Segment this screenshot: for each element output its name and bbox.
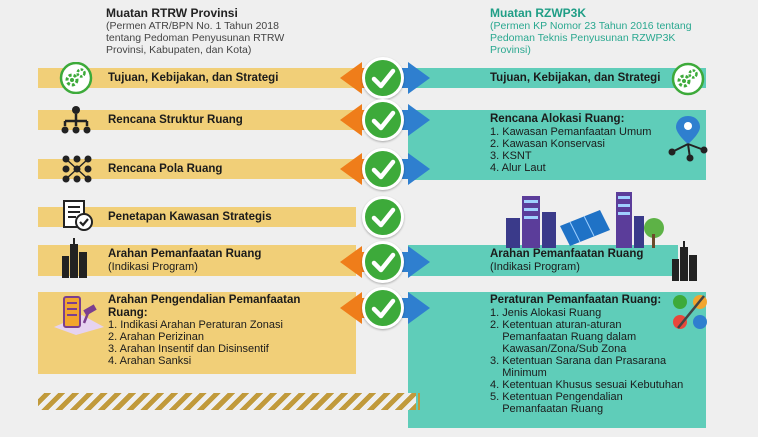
- location-network-icon: [668, 116, 708, 162]
- gears-icon: [59, 62, 93, 94]
- right-row-6-item: Kawasan/Zona/Sub Zona: [490, 343, 627, 355]
- right-header-title: Muatan RZWP3K: [490, 6, 586, 20]
- right-header-sub-2: Pedoman Teknis Penyusunan RZWP3K: [490, 32, 676, 44]
- right-row-1-label: Tujuan, Kebijakan, dan Strategi: [490, 72, 661, 84]
- right-row-2-item: 4. Alur Laut: [490, 162, 546, 174]
- right-row-6-item: 2. Ketentuan aturan-aturan: [490, 319, 622, 331]
- right-row-2-box: [408, 110, 706, 180]
- right-row-6-item: 1. Jenis Alokasi Ruang: [490, 307, 602, 319]
- right-row-6-item: Minimum: [490, 367, 547, 379]
- right-row-2-item: 2. Kawasan Konservasi: [490, 138, 605, 150]
- left-row-6-title-2: Ruang:: [108, 307, 148, 319]
- left-row-5-sub: (Indikasi Program): [108, 261, 198, 273]
- right-row-2-title: Rencana Alokasi Ruang:: [490, 113, 625, 125]
- left-row-2-label: Rencana Struktur Ruang: [108, 114, 243, 126]
- smart-city-icon: [506, 192, 664, 248]
- check-circle-icon: [362, 57, 404, 99]
- right-row-5-sub: (Indikasi Program): [490, 261, 580, 273]
- city-skyline-icon: [62, 238, 87, 278]
- right-header-sub-3: Provinsi): [490, 44, 531, 56]
- right-row-6-title: Peraturan Pemanfaatan Ruang:: [490, 294, 662, 306]
- left-header-sub-1: (Permen ATR/BPN No. 1 Tahun 2018: [106, 20, 279, 32]
- orange-arrow-icon: [340, 292, 362, 324]
- left-row-2-bar: [38, 110, 356, 130]
- blue-arrow-shaft: [402, 68, 412, 88]
- right-row-1-bar: [408, 68, 706, 88]
- right-row-6-box: [408, 292, 706, 428]
- right-row-5-box: [408, 245, 678, 276]
- left-row-6-item: 3. Arahan Insentif dan Disinsentif: [108, 343, 269, 355]
- tools-circle-icon: [673, 295, 707, 329]
- right-row-2-item: 1. Kawasan Pemanfaatan Umum: [490, 126, 652, 138]
- orange-arrow-icon: [340, 246, 362, 278]
- right-row-6-item: Pemanfaatan Ruang dalam: [490, 331, 637, 343]
- blue-arrow-icon: [408, 153, 430, 185]
- left-row-6-box: [38, 292, 356, 374]
- left-row-1-label: Tujuan, Kebijakan, dan Strategi: [108, 72, 279, 84]
- orange-arrow-icon: [340, 104, 362, 136]
- left-header: Muatan RTRW Provinsi (Permen ATR/BPN No.…: [106, 6, 336, 56]
- left-row-6-title-1: Arahan Pengendalian Pemanfaatan: [108, 294, 301, 306]
- right-row-2-item: 3. KSNT: [490, 150, 532, 162]
- left-row-4-bar: [38, 207, 356, 227]
- right-row-6-item: Pemanfaatan Ruang: [490, 403, 604, 415]
- right-row-5-title: Arahan Pemanfaatan Ruang: [490, 248, 644, 260]
- hatched-border-end: [418, 393, 420, 410]
- orange-arrow-icon: [340, 153, 362, 185]
- right-row-6-item: 3. Ketentuan Sarana dan Prasarana: [490, 355, 667, 367]
- right-row-6-item: 4. Ketentuan Khusus sesuai Kebutuhan: [490, 379, 684, 391]
- check-circle-icon: [362, 287, 404, 329]
- left-header-title: Muatan RTRW Provinsi: [106, 6, 238, 20]
- left-row-1-bar: [38, 68, 356, 88]
- left-header-sub-2: tentang Pedoman Penyusunan RTRW: [106, 32, 285, 44]
- blue-arrow-icon: [408, 246, 430, 278]
- left-row-3-bar: [38, 159, 356, 179]
- right-header-sub-1: (Permen KP Nomor 23 Tahun 2016 tentang: [490, 20, 692, 32]
- hatched-border: [38, 393, 416, 410]
- left-row-6-item: 2. Arahan Perizinan: [108, 331, 205, 343]
- left-row-6-item: 4. Arahan Sanksi: [108, 355, 192, 367]
- left-row-5-box: [38, 245, 356, 276]
- check-circle-icon: [362, 148, 404, 190]
- dots-grid-icon: [62, 155, 92, 183]
- left-row-6-item: 1. Indikasi Arahan Peraturan Zonasi: [108, 319, 283, 331]
- hierarchy-icon: [61, 106, 91, 134]
- blue-arrow-icon: [408, 292, 430, 324]
- left-row-4-label: Penetapan Kawasan Strategis: [108, 211, 272, 223]
- checklist-document-icon: [63, 200, 93, 231]
- right-row-6-item: 5. Ketentuan Pengendalian: [490, 391, 623, 403]
- blue-arrow-icon: [408, 62, 430, 94]
- server-gavel-icon: [54, 296, 104, 335]
- gears-icon: [671, 62, 705, 96]
- check-circle-icon: [362, 241, 404, 283]
- right-header: Muatan RZWP3K (Permen KP Nomor 23 Tahun …: [490, 6, 750, 56]
- check-circle-icon: [362, 99, 404, 141]
- left-header-sub-3: Provinsi, Kabupaten, dan Kota): [106, 44, 252, 56]
- left-row-3-label: Rencana Pola Ruang: [108, 163, 223, 175]
- orange-arrow-icon: [340, 62, 362, 94]
- blue-arrow-icon: [408, 104, 430, 136]
- check-circle-icon: [362, 196, 404, 238]
- left-row-5-title: Arahan Pemanfaatan Ruang: [108, 248, 262, 260]
- city-skyline-icon: [672, 241, 697, 281]
